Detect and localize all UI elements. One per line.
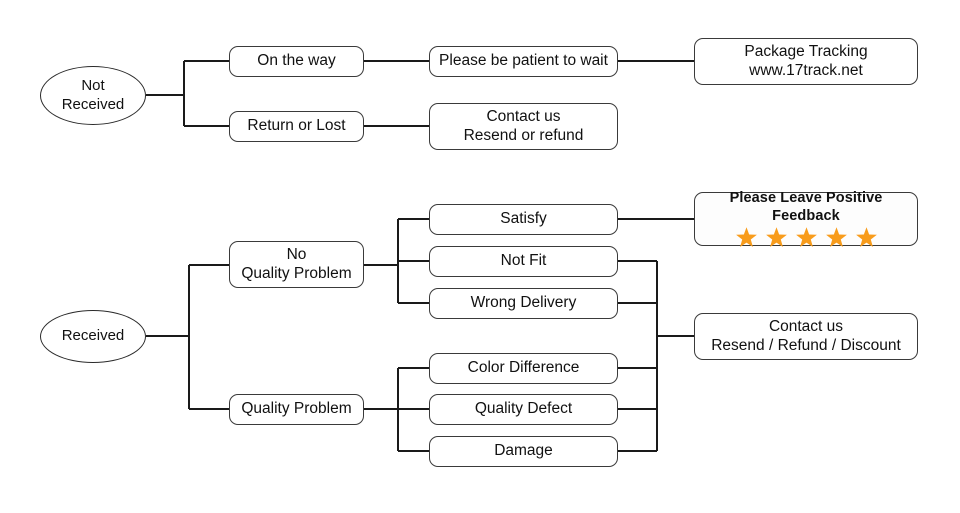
node-contact-us-resend-refund-discount-label: Contact us Resend / Refund / Discount — [711, 317, 901, 354]
node-not-received[interactable]: Not Received — [40, 66, 146, 125]
node-contact-us-resend-or-refund-label: Contact us Resend or refund — [463, 107, 584, 144]
node-return-or-lost[interactable]: Return or Lost — [229, 111, 364, 142]
node-not-fit[interactable]: Not Fit — [429, 246, 618, 277]
node-color-difference-label: Color Difference — [467, 359, 580, 377]
node-wrong-delivery-label: Wrong Delivery — [470, 294, 577, 312]
star-icon[interactable] — [825, 226, 848, 250]
star-icon[interactable] — [735, 226, 758, 250]
node-not-fit-label: Not Fit — [500, 252, 547, 270]
node-on-the-way-label: On the way — [257, 52, 336, 70]
node-no-quality-problem-label: No Quality Problem — [241, 245, 352, 282]
node-damage-label: Damage — [494, 442, 553, 460]
node-on-the-way[interactable]: On the way — [229, 46, 364, 77]
star-rating[interactable] — [735, 226, 878, 250]
star-icon[interactable] — [795, 226, 818, 250]
node-no-quality-problem[interactable]: No Quality Problem — [229, 241, 364, 288]
node-color-difference[interactable]: Color Difference — [429, 353, 618, 384]
star-icon[interactable] — [855, 226, 878, 250]
node-please-be-patient-label: Please be patient to wait — [439, 52, 608, 70]
node-wrong-delivery[interactable]: Wrong Delivery — [429, 288, 618, 319]
node-received[interactable]: Received — [40, 310, 146, 363]
node-satisfy[interactable]: Satisfy — [429, 204, 618, 235]
node-not-received-label: Not Received — [61, 77, 125, 113]
node-contact-us-resend-refund-discount[interactable]: Contact us Resend / Refund / Discount — [694, 313, 918, 360]
node-quality-problem-label: Quality Problem — [241, 400, 352, 418]
node-quality-defect[interactable]: Quality Defect — [429, 394, 618, 425]
node-positive-feedback-label: Please Leave Positive Feedback — [729, 190, 883, 224]
node-package-tracking-label: Package Tracking www.17track.net — [744, 42, 868, 79]
node-received-label: Received — [61, 327, 125, 345]
node-return-or-lost-label: Return or Lost — [247, 117, 346, 135]
node-please-be-patient[interactable]: Please be patient to wait — [429, 46, 618, 77]
node-contact-us-resend-or-refund[interactable]: Contact us Resend or refund — [429, 103, 618, 150]
node-positive-feedback[interactable]: Please Leave Positive Feedback — [694, 190, 918, 247]
node-quality-defect-label: Quality Defect — [474, 400, 573, 418]
node-package-tracking[interactable]: Package Tracking www.17track.net — [694, 38, 918, 85]
node-quality-problem[interactable]: Quality Problem — [229, 394, 364, 425]
star-icon[interactable] — [765, 226, 788, 250]
node-satisfy-label: Satisfy — [500, 210, 547, 228]
node-damage[interactable]: Damage — [429, 436, 618, 467]
